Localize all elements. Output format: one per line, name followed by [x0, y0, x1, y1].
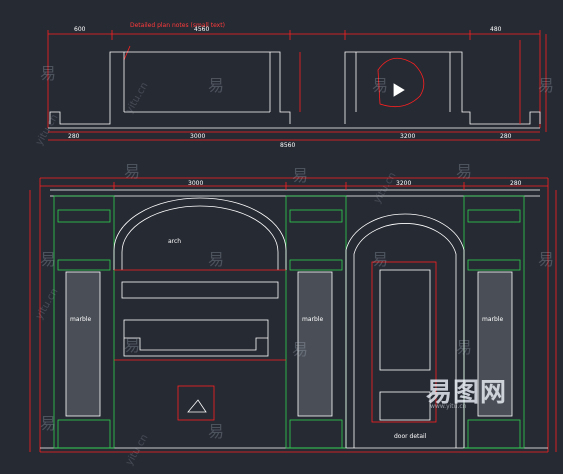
column-left — [53, 195, 115, 449]
elevation-view — [29, 177, 557, 453]
brand-logo: 易图网 — [426, 378, 508, 408]
brand-tagline: www.yitu.cn — [430, 403, 467, 410]
plan-view — [47, 30, 547, 141]
